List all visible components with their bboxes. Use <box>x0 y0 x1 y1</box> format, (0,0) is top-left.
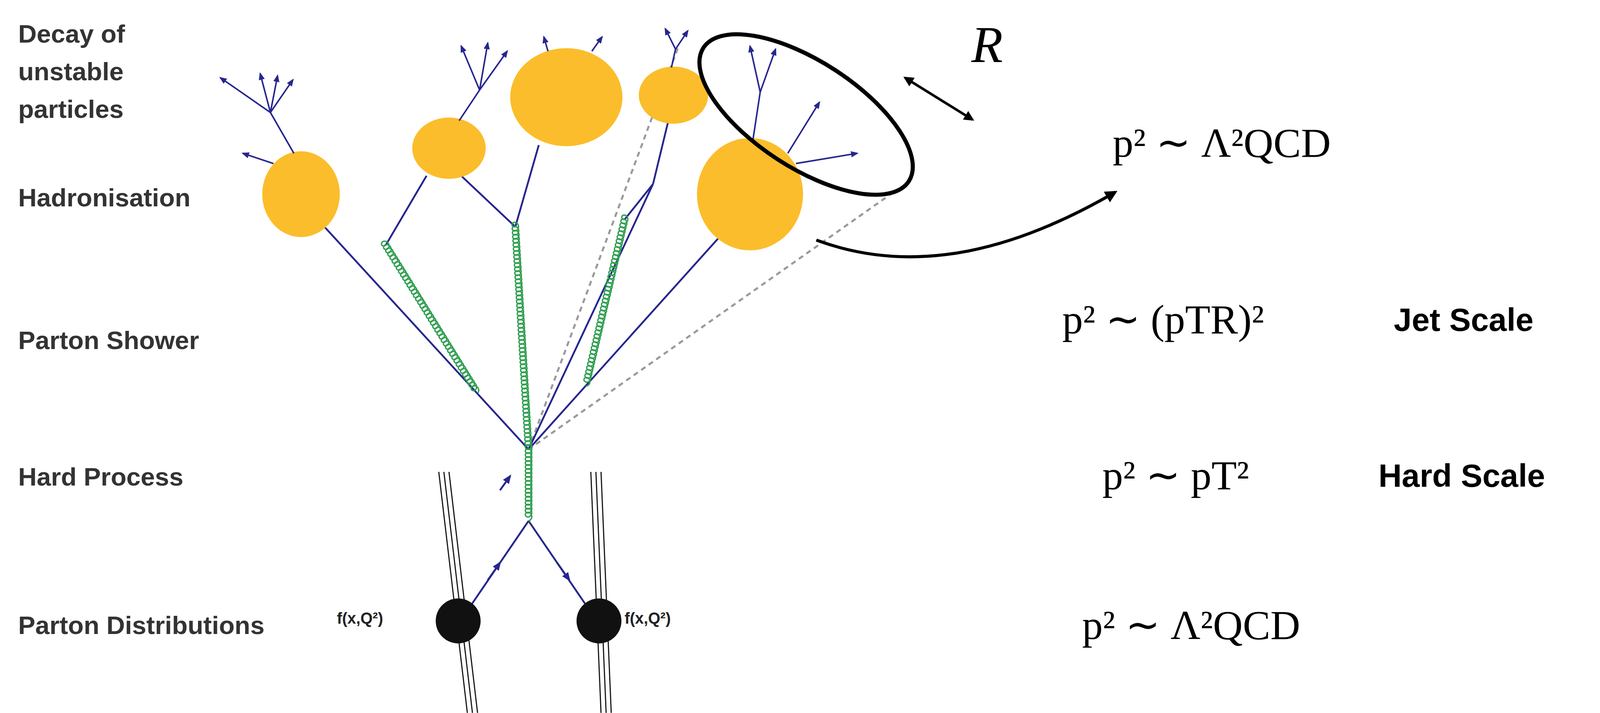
zoom-arrow <box>816 192 1116 257</box>
decay-lines <box>220 28 858 164</box>
pdf-circles <box>435 598 622 644</box>
scale-formula: p² ∼ (pTR)² <box>1062 294 1264 345</box>
gluon-coil <box>582 214 629 387</box>
stage-label: Parton Shower <box>18 324 200 356</box>
radius-label: R <box>971 16 1003 74</box>
scale-formula: p² ∼ pT² <box>1102 450 1250 501</box>
pdf-label: f(x,Q²) <box>336 607 384 629</box>
jet-ellipse <box>674 3 938 226</box>
scale-name: Jet Scale <box>1393 300 1534 339</box>
scale-formula: p² ∼ Λ²QCD <box>1112 118 1331 168</box>
stage-label: Hard Process <box>18 460 184 492</box>
quark-arrows <box>487 562 570 580</box>
gluon-coil <box>380 239 481 395</box>
stage-label: Parton Distributions <box>18 609 265 641</box>
stage-label: Hadronisation <box>18 181 191 213</box>
stage-label: Decay of unstable particles <box>18 14 172 128</box>
scale-name: Hard Scale <box>1378 455 1546 495</box>
hadron-blobs <box>262 47 803 251</box>
gluon-lines <box>380 214 629 521</box>
pdf-label: f(x,Q²) <box>624 607 671 629</box>
parton-lines <box>324 120 720 605</box>
gluon-coil <box>525 444 532 521</box>
scale-formula: p² ∼ Λ²QCD <box>1082 600 1301 650</box>
gluon-coil <box>511 221 532 450</box>
radius-arrow <box>905 77 973 120</box>
